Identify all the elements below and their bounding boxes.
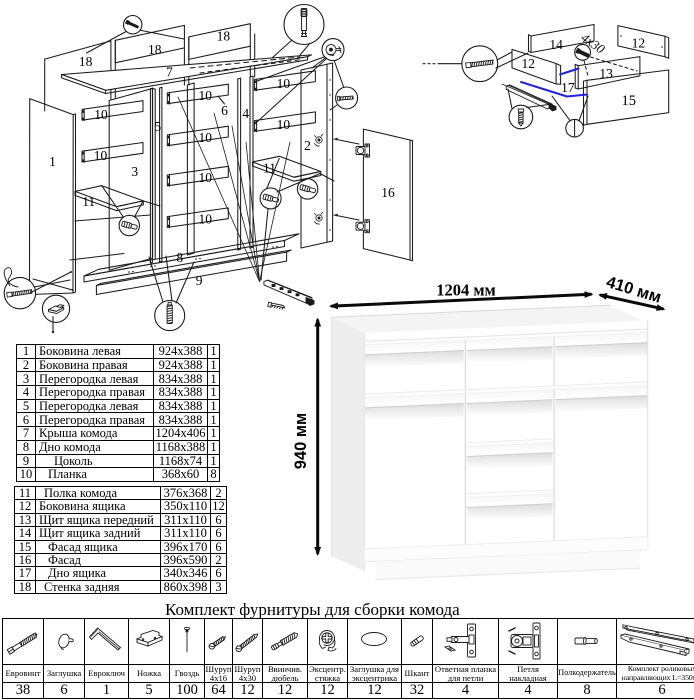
svg-text:10: 10 xyxy=(94,107,108,122)
svg-text:15: 15 xyxy=(621,93,636,109)
svg-text:18: 18 xyxy=(217,29,231,44)
svg-text:10: 10 xyxy=(199,88,213,103)
svg-text:12: 12 xyxy=(521,56,535,71)
svg-text:5: 5 xyxy=(154,119,161,134)
svg-text:10: 10 xyxy=(94,148,108,163)
svg-text:1204 мм: 1204 мм xyxy=(436,281,496,300)
svg-text:10: 10 xyxy=(199,212,213,227)
svg-text:3: 3 xyxy=(131,164,138,179)
svg-text:10: 10 xyxy=(199,170,213,185)
svg-text:10: 10 xyxy=(199,130,213,145)
svg-text:10: 10 xyxy=(277,117,291,132)
svg-text:1: 1 xyxy=(49,154,56,169)
svg-text:11: 11 xyxy=(263,161,276,176)
svg-text:2: 2 xyxy=(304,138,311,153)
svg-text:18: 18 xyxy=(79,54,93,69)
svg-text:10: 10 xyxy=(277,76,291,91)
svg-text:6: 6 xyxy=(221,103,228,118)
svg-text:9: 9 xyxy=(196,273,203,288)
svg-text:7: 7 xyxy=(166,65,173,80)
svg-text:940 мм: 940 мм xyxy=(292,413,310,470)
svg-text:11: 11 xyxy=(82,194,95,209)
svg-text:18: 18 xyxy=(148,42,162,57)
svg-text:17: 17 xyxy=(561,80,575,95)
svg-text:12: 12 xyxy=(632,36,646,51)
svg-text:4: 4 xyxy=(242,106,249,121)
svg-text:8: 8 xyxy=(176,250,183,265)
svg-text:16: 16 xyxy=(381,185,395,200)
svg-text:14: 14 xyxy=(549,37,563,52)
